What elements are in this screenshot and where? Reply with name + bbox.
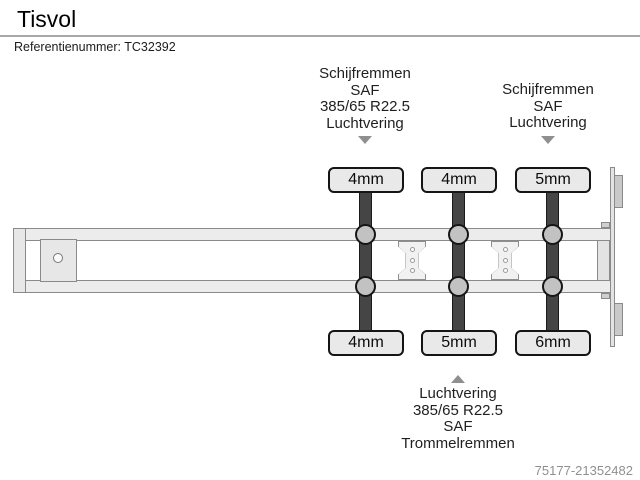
reference-value: TC32392 [124,40,176,54]
annotation-line: SAF [533,97,563,115]
annotation-line: SAF [350,81,380,99]
cross-member-hole [409,257,415,263]
wheel-hub [542,276,563,297]
tread-depth-top-axle1: 4mm [328,167,404,193]
wheel-hub [448,224,469,245]
axle-2 [452,189,465,333]
tread-depth-top-axle2: 4mm [421,167,497,193]
reference-label: Referentienummer: [14,40,121,54]
rear-light-pad [614,303,623,336]
chassis-front-cap [13,228,26,293]
wheel-hub [355,276,376,297]
annotation-line: SAF [443,418,473,435]
title-divider [0,35,640,37]
annotation-line: Schijfremmen [502,81,594,98]
cross-member-hole [502,247,508,252]
rear-bracket [601,222,610,228]
rear-bumper-bar [610,167,615,347]
annotation-line: Trommelremmen [401,434,515,452]
annotation-line: Luchtvering [509,114,587,131]
cross-member-hole [502,257,508,263]
page-title: Tisvol [17,6,77,32]
annotation-line: Luchtvering [419,385,497,402]
cross-member-hole [409,247,415,252]
annotation-line: 385/65 R22.5 [412,401,504,419]
annotation-line: Luchtvering [326,114,404,132]
rear-bracket [601,293,610,299]
rear-light-pad [614,175,623,208]
arrow-down-icon [358,136,372,144]
annotation-rear-axle: Schijfremmen SAF Luchtvering [438,81,640,132]
cross-member-hole [502,268,508,273]
annotation-front-axles: Schijfremmen SAF 385/65 R22.5 Luchtverin… [255,65,475,132]
cross-member-hole [409,268,415,273]
wheel-hub [355,224,376,245]
chassis-rail-left [13,228,612,241]
listing-id-watermark: 75177-21352482 [534,463,633,478]
reference-number: Referentienummer: TC32392 [14,40,176,54]
cross-member [398,241,426,280]
arrow-up-icon [451,375,465,383]
axle-1 [359,189,372,333]
rear-crossbox [597,240,610,281]
wheel-hub [448,276,469,297]
wheel-hub [542,224,563,245]
arrow-down-icon [541,136,555,144]
chassis-rail-right [13,280,612,293]
cross-member [491,241,519,280]
tread-depth-bottom-axle2: 5mm [421,330,497,356]
kingpin-icon [53,253,63,263]
tread-depth-top-axle3: 5mm [515,167,591,193]
annotation-bottom-axles: Luchtvering 385/65 R22.5 SAF Trommelremm… [348,385,568,452]
tread-depth-bottom-axle1: 4mm [328,330,404,356]
tread-depth-bottom-axle3: 6mm [515,330,591,356]
annotation-line: Schijfremmen [319,65,411,82]
axle-3 [546,189,559,333]
annotation-line: 385/65 R22.5 [319,98,411,115]
